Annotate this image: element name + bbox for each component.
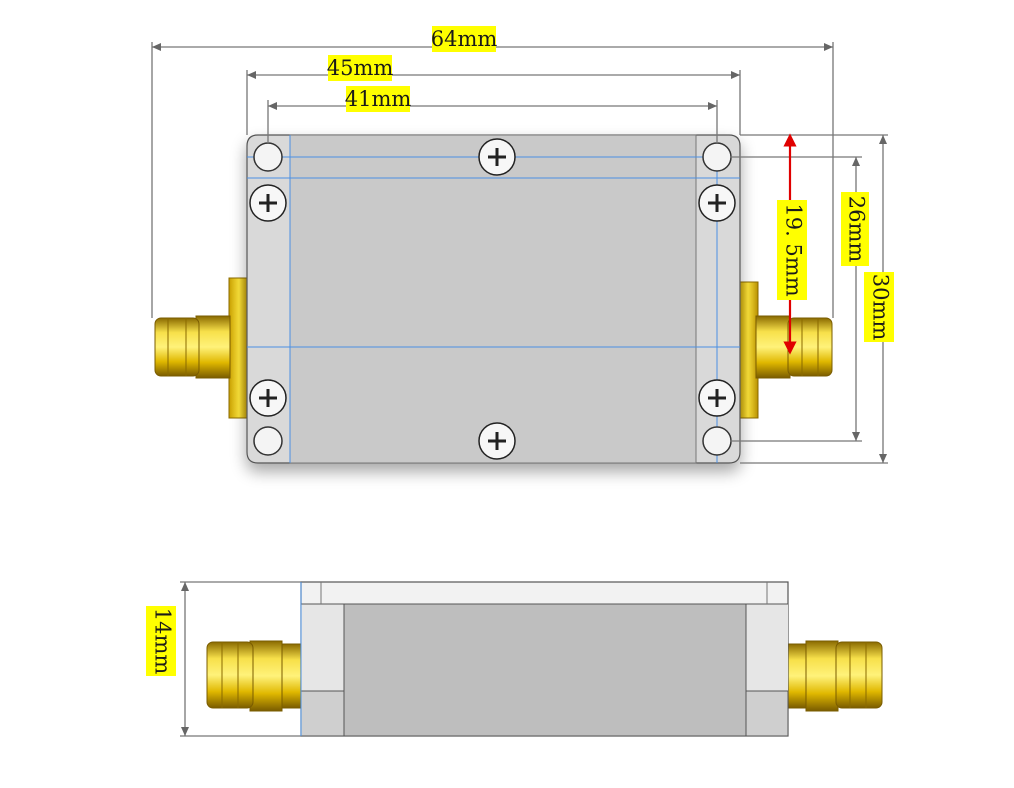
arrowhead-14mm-bottom — [181, 727, 189, 736]
label-41mm: 41mm — [345, 86, 412, 112]
label-64mm: 64mm — [431, 26, 498, 52]
left-connector-nut — [195, 315, 231, 379]
right-connector-body — [787, 317, 833, 377]
label-30mm-text: 30mm — [869, 274, 893, 341]
side-view: 14mm — [146, 581, 883, 737]
dimension-14mm — [180, 581, 302, 737]
right-connector-flange — [737, 281, 759, 419]
side-right-connector — [785, 640, 883, 712]
housing-side — [300, 581, 789, 737]
label-41mm-text: 41mm — [345, 87, 412, 111]
label-26mm: 26mm — [841, 192, 869, 266]
label-19-5mm-text: 19. 5mm — [782, 203, 806, 296]
label-45mm: 45mm — [327, 55, 394, 81]
label-64mm-text: 64mm — [431, 27, 498, 51]
left-connector-flange — [228, 277, 250, 419]
label-14mm: 14mm — [146, 606, 176, 676]
side-left-connector — [206, 640, 303, 712]
top-view — [154, 134, 833, 464]
label-26mm-text: 26mm — [845, 196, 869, 263]
screw-cross-icon — [249, 138, 736, 460]
housing-top — [246, 134, 741, 464]
label-14mm-text: 14mm — [151, 608, 175, 675]
left-connector-body — [154, 317, 200, 377]
dimension-arrowheads — [152, 43, 887, 463]
mounting-hole-icon — [253, 142, 732, 456]
arrowhead-14mm-top — [181, 582, 189, 591]
right-sma-connector — [737, 281, 833, 419]
left-sma-connector — [154, 277, 250, 419]
label-30mm: 30mm — [864, 272, 894, 342]
label-19-5mm: 19. 5mm — [777, 200, 807, 300]
label-45mm-text: 45mm — [327, 56, 394, 80]
right-connector-nut — [755, 315, 791, 379]
